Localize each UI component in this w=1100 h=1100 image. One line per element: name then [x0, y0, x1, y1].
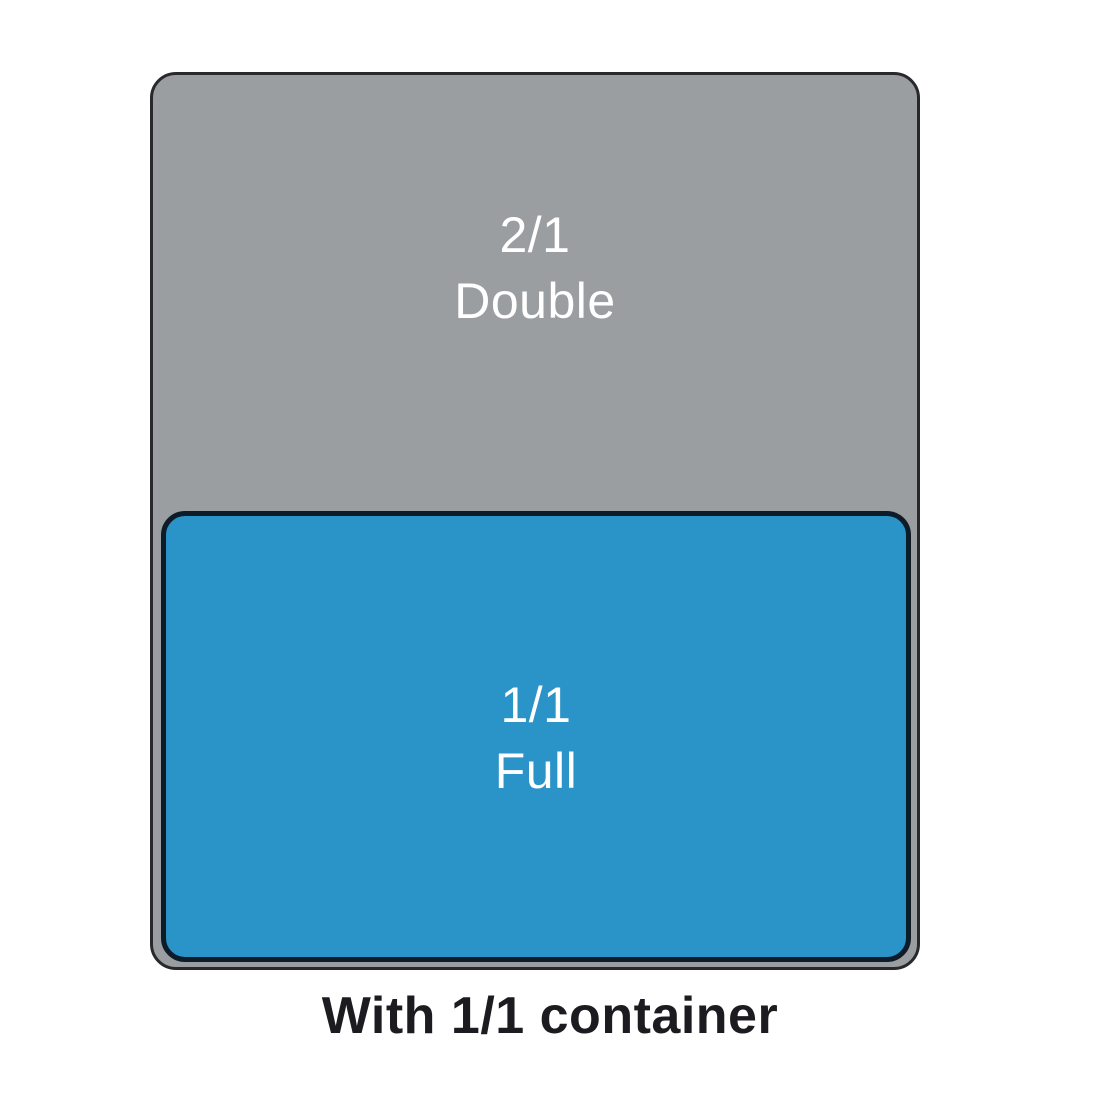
- inner-pan-1-1-full: [161, 511, 911, 962]
- diagram-caption: With 1/1 container: [321, 987, 779, 1045]
